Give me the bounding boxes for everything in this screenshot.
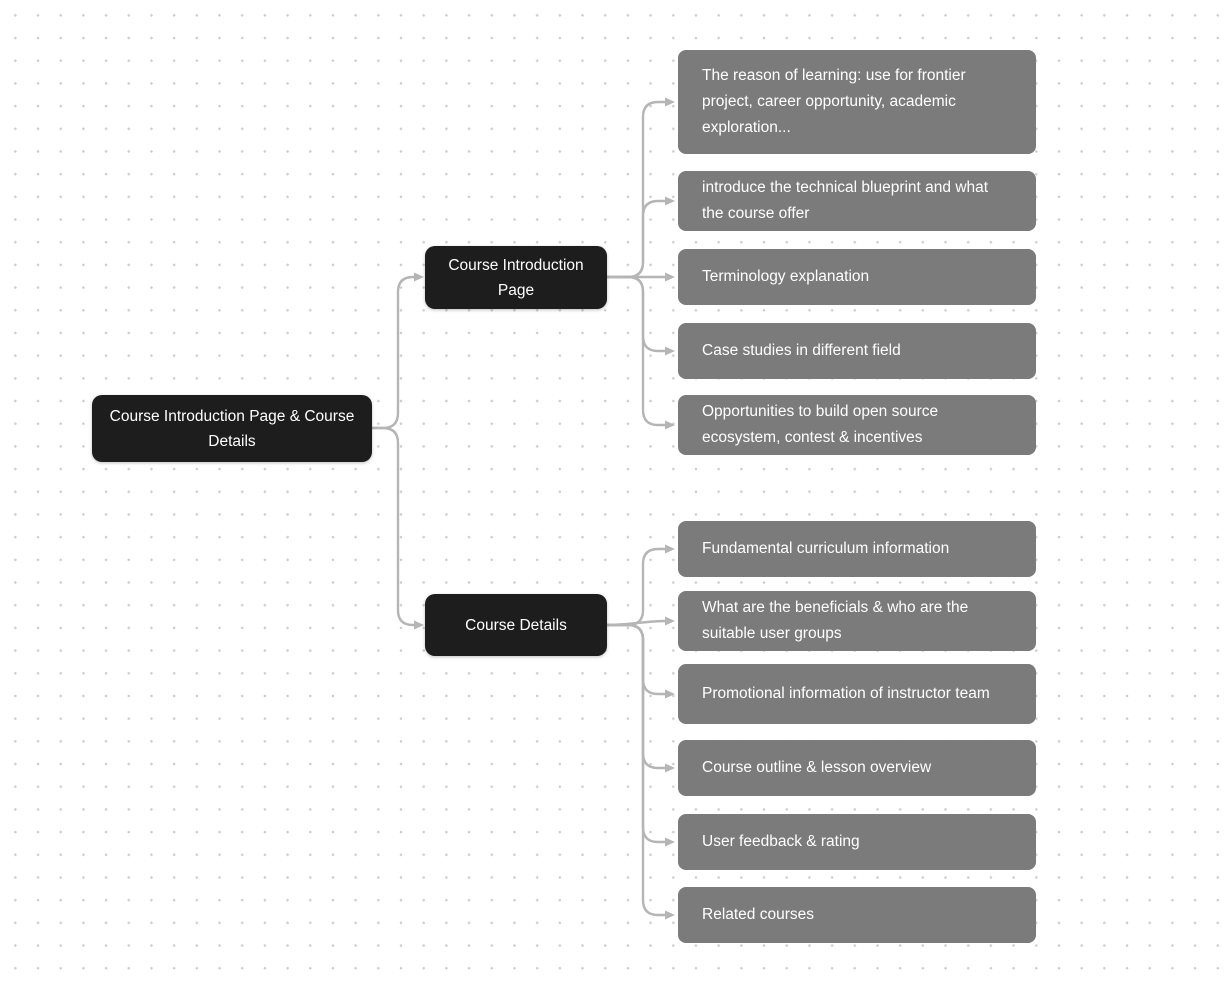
leaf-node-beneficials-user-groups[interactable]: What are the beneficials & who are the s…	[678, 591, 1036, 651]
leaf-node-label: Terminology explanation	[702, 268, 870, 285]
leaf-node-label: Promotional information of instructor te…	[702, 685, 990, 702]
edge-intro-child-1	[607, 97, 675, 279]
leaf-node-label: Course outline & lesson overview	[702, 759, 932, 776]
edge-details-child-4	[607, 623, 675, 773]
leaf-node-technical-blueprint[interactable]: introduce the technical blueprint and wh…	[678, 171, 1036, 231]
leaf-node-case-studies[interactable]: Case studies in different field	[678, 323, 1036, 379]
branch-node-label: Course Details	[465, 616, 567, 634]
leaf-node-label: Case studies in different field	[702, 342, 901, 359]
edge-root-to-intro	[372, 272, 424, 430]
leaf-node-reason-of-learning[interactable]: The reason of learning: use for frontier…	[678, 50, 1036, 154]
leaf-node-label: Fundamental curriculum information	[702, 540, 950, 557]
edge-details-child-2	[606, 616, 675, 627]
leaf-node-instructor-team-promo[interactable]: Promotional information of instructor te…	[678, 664, 1036, 724]
leaf-node-label: The reason of learning: use for frontier…	[702, 67, 966, 136]
leaf-node-label: Opportunities to build open source ecosy…	[702, 403, 939, 446]
edge-details-child-3	[607, 623, 675, 699]
leaf-node-fundamental-curriculum-info[interactable]: Fundamental curriculum information	[678, 521, 1036, 577]
branch-node-label: Course Introduction Page	[448, 256, 584, 299]
edge-details-child-6	[607, 623, 675, 920]
edge-root-to-details	[372, 426, 424, 630]
leaf-node-label: Related courses	[702, 906, 815, 923]
edge-details-child-1	[607, 544, 675, 627]
leaf-node-label: What are the beneficials & who are the s…	[702, 599, 969, 642]
leaf-node-terminology-explanation[interactable]: Terminology explanation	[678, 249, 1036, 305]
root-node-course-introduction-and-details[interactable]: Course Introduction Page & Course Detail…	[92, 395, 372, 462]
leaf-node-label: introduce the technical blueprint and wh…	[702, 179, 989, 222]
edge-details-child-5	[607, 623, 675, 847]
root-node-label: Course Introduction Page & Course Detail…	[109, 407, 355, 450]
branch-node-course-introduction-page[interactable]: Course Introduction Page	[425, 246, 607, 309]
edge-intro-child-4	[607, 275, 675, 356]
edge-intro-child-5	[607, 275, 675, 430]
edge-intro-child-2	[607, 196, 675, 279]
branch-node-course-details[interactable]: Course Details	[425, 594, 607, 656]
leaf-node-course-outline-overview[interactable]: Course outline & lesson overview	[678, 740, 1036, 796]
leaf-node-related-courses[interactable]: Related courses	[678, 887, 1036, 943]
leaf-node-label: User feedback & rating	[702, 833, 860, 850]
leaf-node-user-feedback-rating[interactable]: User feedback & rating	[678, 814, 1036, 870]
leaf-node-open-source-opportunities[interactable]: Opportunities to build open source ecosy…	[678, 395, 1036, 455]
